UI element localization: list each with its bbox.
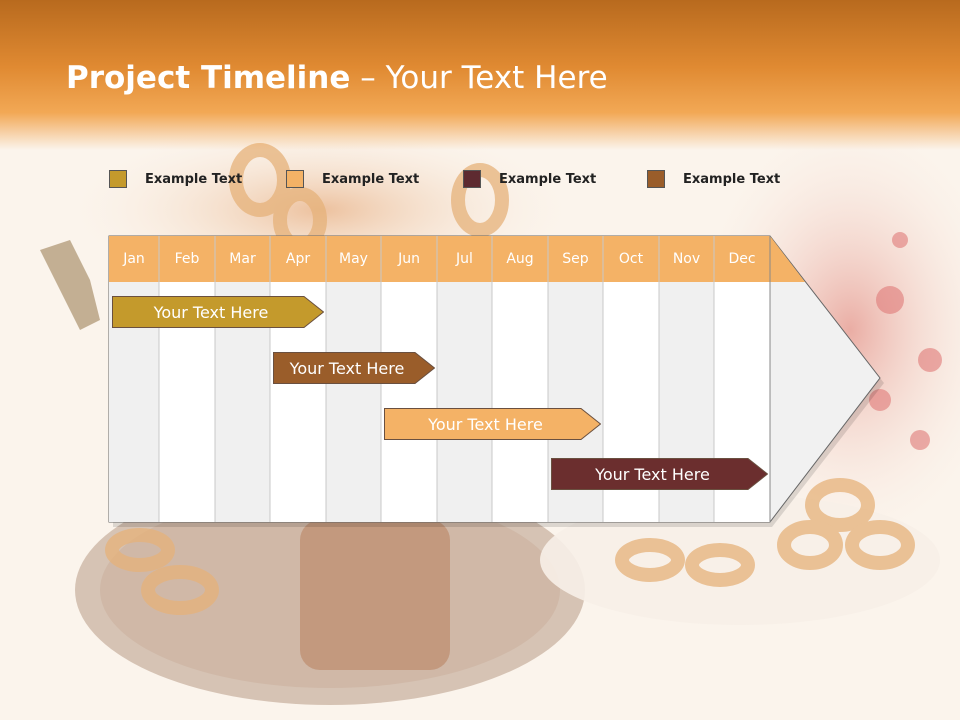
legend-swatch	[109, 170, 127, 188]
task-bar-1[interactable]: Your Text Here	[112, 296, 324, 328]
month-label-dec: Dec	[728, 251, 756, 267]
task-label: Your Text Here	[289, 358, 405, 378]
legend-swatch	[286, 170, 304, 188]
month-label-mar: Mar	[229, 251, 256, 267]
legend: Example Text Example Text Example Text E…	[0, 170, 960, 192]
legend-item-2: Example Text	[286, 170, 419, 188]
task-label: Your Text Here	[428, 414, 543, 434]
month-label-jul: Jul	[456, 251, 473, 267]
month-label-sep: Sep	[562, 251, 589, 267]
task-arrow-shape	[273, 352, 435, 384]
task-bar-2[interactable]: Your Text Here	[273, 352, 435, 384]
task-label: Your Text Here	[595, 464, 710, 484]
header-banner	[0, 0, 960, 150]
month-column	[381, 282, 437, 522]
task-label: Your Text Here	[153, 302, 269, 322]
legend-item-1: Example Text	[109, 170, 242, 188]
month-label-nov: Nov	[672, 251, 701, 267]
month-label-jan: Jan	[123, 251, 145, 267]
title-bold: Project Timeline	[66, 60, 351, 96]
task-bar-4[interactable]: Your Text Here	[551, 458, 768, 490]
month-column	[326, 282, 381, 522]
task-arrow-shape	[112, 296, 324, 328]
legend-label: Example Text	[499, 171, 597, 187]
legend-swatch	[463, 170, 481, 188]
legend-label: Example Text	[683, 171, 781, 187]
month-label-jun: Jun	[398, 251, 420, 267]
legend-label: Example Text	[145, 171, 243, 187]
legend-swatch	[647, 170, 665, 188]
month-label-may: May	[339, 251, 368, 267]
task-arrow-shape	[551, 458, 768, 490]
task-arrow-shape	[384, 408, 601, 440]
month-label-apr: Apr	[285, 251, 311, 267]
month-column	[437, 282, 492, 522]
legend-item-3: Example Text	[463, 170, 596, 188]
month-label-feb: Feb	[174, 251, 200, 267]
legend-item-4: Example Text	[647, 170, 780, 188]
month-column	[492, 282, 548, 522]
task-bar-3[interactable]: Your Text Here	[384, 408, 601, 440]
month-label-aug: Aug	[506, 251, 534, 267]
month-label-oct: Oct	[618, 251, 644, 267]
title-rest: – Your Text Here	[350, 60, 608, 96]
legend-label: Example Text	[322, 171, 420, 187]
slide-title: Project Timeline – Your Text Here	[66, 60, 608, 96]
